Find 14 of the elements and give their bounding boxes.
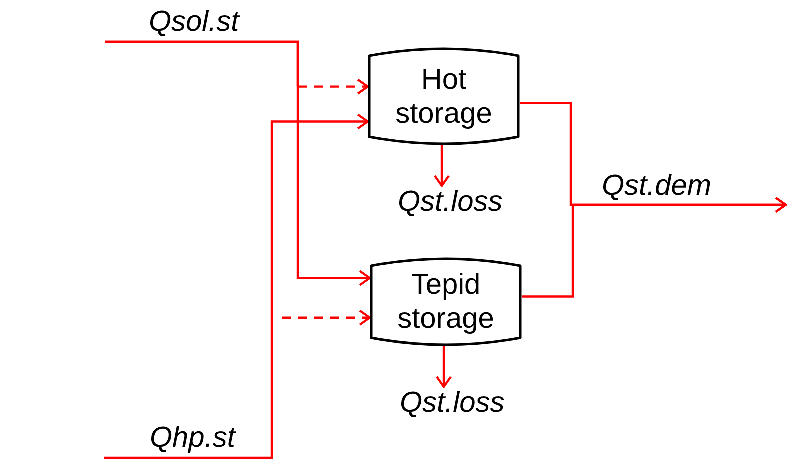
storage-tank: [368, 48, 520, 145]
flow-text: Qsol.st: [148, 6, 240, 38]
arrow: [105, 40, 372, 286]
tank-label: Hot storage: [394, 62, 494, 130]
arrow: [104, 114, 370, 460]
arrow: [282, 310, 372, 326]
flow-text: Qhp.st: [149, 422, 236, 454]
tank-label: Tepid storage: [396, 268, 496, 336]
arrow: [522, 196, 788, 298]
storage-tank: [370, 258, 522, 346]
flow-text: Qst.loss: [398, 186, 503, 218]
arrow: [436, 346, 452, 388]
flow-text: Qst.loss: [400, 387, 505, 419]
arrow: [434, 145, 450, 188]
